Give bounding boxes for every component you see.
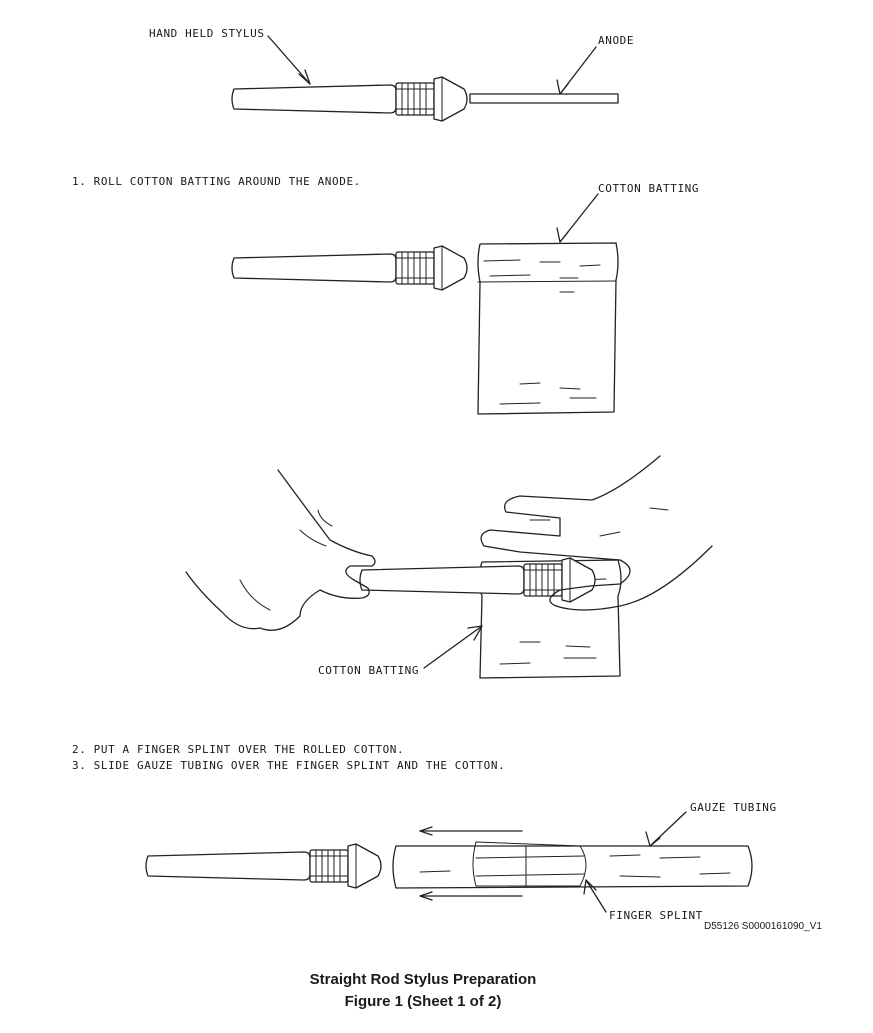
finger-splint-label: FINGER SPLINT	[609, 909, 703, 922]
direction-arrows	[419, 826, 523, 901]
step-1: 1. ROLL COTTON BATTING AROUND THE ANODE.	[72, 175, 361, 188]
stylus-with-gauze-tubing	[145, 841, 753, 889]
document-id: D55126 S0000161090_V1	[704, 921, 822, 932]
stylus-with-anode	[231, 76, 619, 122]
step-2: 2. PUT A FINGER SPLINT OVER THE ROLLED C…	[72, 743, 405, 756]
cotton-batting-label-1: COTTON BATTING	[598, 182, 700, 195]
hands-rolling-cotton	[185, 455, 713, 679]
figure-number: Figure 1 (Sheet 1 of 2)	[344, 993, 502, 1010]
leader-lines-panel-4	[583, 811, 687, 913]
leader-lines-panel-1	[267, 35, 597, 95]
hand-held-stylus-label: HAND HELD STYLUS	[149, 27, 265, 40]
figure-title: Straight Rod Stylus Preparation	[309, 971, 537, 988]
anode-label: ANODE	[598, 34, 635, 47]
cotton-batting-label-2: COTTON BATTING	[318, 664, 420, 677]
step-3: 3. SLIDE GAUZE TUBING OVER THE FINGER SP…	[72, 759, 506, 772]
gauze-tubing-label: GAUZE TUBING	[690, 801, 777, 814]
leader-lines-panel-2	[556, 193, 599, 243]
stylus-with-cotton-sheet	[231, 242, 619, 415]
leader-lines-panel-3	[423, 625, 483, 669]
